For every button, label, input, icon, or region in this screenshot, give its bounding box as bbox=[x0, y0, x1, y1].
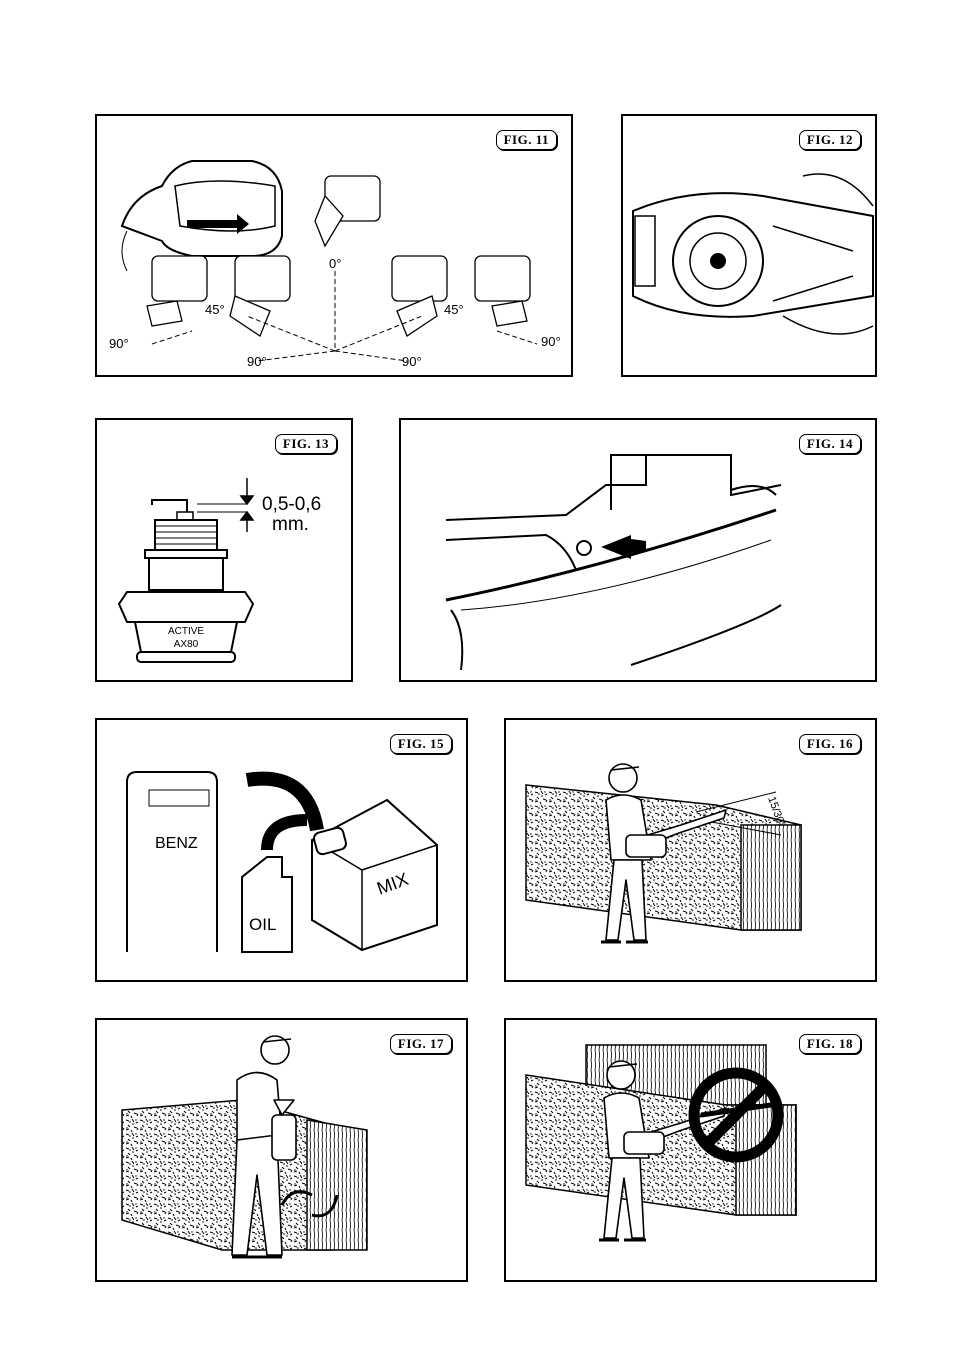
angle-90-left-text: 90° bbox=[109, 336, 129, 351]
figure-12-panel: FIG. 12 bbox=[621, 114, 877, 377]
spark-plug-brand: ACTIVE bbox=[168, 626, 204, 637]
figure-17-drawing bbox=[121, 1035, 368, 1259]
angle-90-bottom-left-text: 90° bbox=[247, 354, 267, 369]
figure-14-panel: FIG. 14 bbox=[399, 418, 877, 682]
figure-17-panel: FIG. 17 bbox=[95, 1018, 468, 1282]
can-benz-label: BENZ bbox=[155, 835, 198, 852]
angle-45-right-text: 45° bbox=[444, 302, 464, 317]
figure-17-label: FIG. 17 bbox=[389, 1034, 452, 1054]
angle-90-bottom-right-text: 90° bbox=[402, 354, 422, 369]
figure-15-label: FIG. 15 bbox=[389, 734, 452, 754]
figure-18-panel: FIG. 18 bbox=[504, 1018, 877, 1282]
figure-13-panel: FIG. 13 ACTIVE AX80 0,5-0,6 mm. bbox=[95, 418, 353, 682]
figure-15-drawing: BENZ OIL MIX bbox=[126, 771, 438, 953]
figure-16-drawing: 15/30° bbox=[525, 763, 802, 944]
figure-14-drawing bbox=[445, 454, 782, 671]
angle-45-left-text: 45° bbox=[205, 302, 225, 317]
figure-13-label: FIG. 13 bbox=[274, 434, 337, 454]
figure-16-panel: FIG. 16 15/30° bbox=[504, 718, 877, 982]
spark-gap-value: 0,5-0,6 bbox=[262, 494, 321, 515]
figure-16-label: FIG. 16 bbox=[798, 734, 861, 754]
figure-12-label: FIG. 12 bbox=[798, 130, 861, 150]
figure-14-label: FIG. 14 bbox=[798, 434, 861, 454]
figure-15-panel: FIG. 15 BENZ OIL MIX bbox=[95, 718, 468, 982]
figure-13-drawing: ACTIVE AX80 0,5-0,6 mm. bbox=[117, 478, 321, 663]
can-oil-label: OIL bbox=[249, 915, 276, 934]
figure-11-label: FIG. 11 bbox=[495, 130, 557, 150]
angle-0-text: 0° bbox=[329, 256, 341, 271]
angle-90-right-text: 90° bbox=[541, 334, 561, 349]
figure-18-label: FIG. 18 bbox=[798, 1034, 861, 1054]
spark-plug-model: AX80 bbox=[174, 639, 199, 650]
figure-11-drawing: 0° 45° 45° 90° 90° 90° 90° bbox=[109, 160, 561, 369]
figure-18-drawing bbox=[525, 1044, 797, 1242]
figure-11-panel: FIG. 11 0° 45° 45° 90° 90° 90° bbox=[95, 114, 573, 377]
spark-gap-unit: mm. bbox=[272, 514, 309, 535]
figure-12-drawing bbox=[632, 173, 874, 335]
